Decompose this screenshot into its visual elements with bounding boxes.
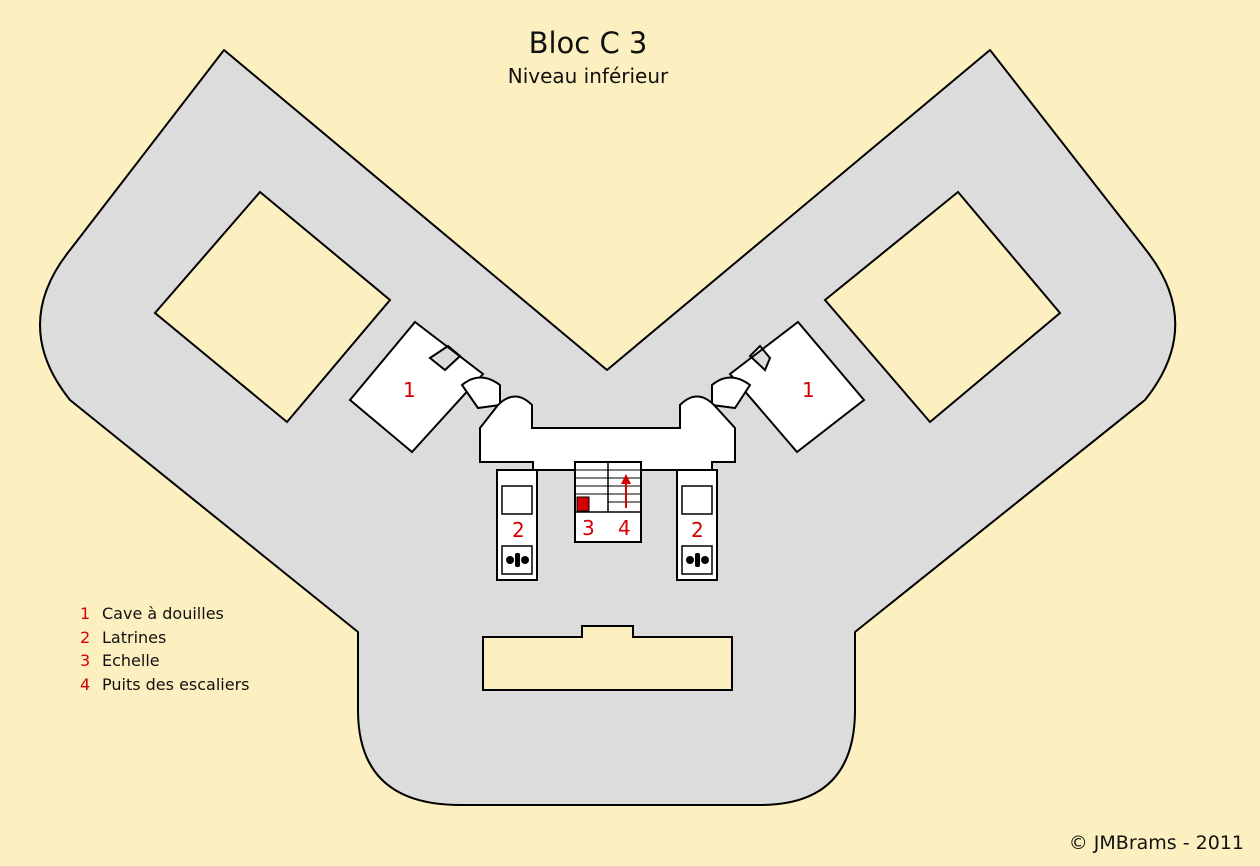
label-left-ammo: 1 [403, 378, 416, 402]
right-toilet-seat-2 [701, 556, 709, 564]
legend-item: 2 Latrines [80, 626, 250, 650]
right-light-well [823, 190, 1062, 424]
left-ammo-room [348, 320, 485, 454]
stair-treads [575, 469, 641, 503]
legend-item: 3 Echelle [80, 649, 250, 673]
legend-number: 4 [80, 674, 91, 694]
label-left-latrine: 2 [512, 518, 525, 542]
right-latrine-cubicle [681, 485, 713, 515]
right-toilet-seat [686, 556, 694, 564]
stair-arrow-head [621, 474, 631, 484]
copyright-notice: © JMBrams - 2011 [1068, 832, 1244, 854]
legend-label: Echelle [102, 651, 160, 670]
plan-title: Bloc C 3 [528, 26, 648, 60]
legend-number: 2 [80, 627, 91, 647]
left-ammo-door [460, 376, 501, 410]
legend-label: Latrines [102, 627, 167, 647]
left-toilet-bowl [515, 553, 520, 567]
legend-label: Puits des escaliers [102, 674, 250, 694]
label-right-ammo: 1 [802, 378, 815, 402]
plan-subtitle: Niveau inférieur [507, 64, 669, 88]
legend-item: 1 Cave à douilles [80, 602, 250, 626]
legend-label: Cave à douilles [102, 604, 224, 623]
legend-number: 3 [80, 651, 91, 670]
right-toilet-bowl [695, 553, 700, 567]
rear-chamber [482, 625, 733, 691]
central-corridor [479, 395, 736, 471]
left-latrine-cubicle [501, 485, 533, 515]
label-right-latrine: 2 [691, 518, 704, 542]
legend-item: 4 Puits des escaliers [80, 673, 250, 697]
legend-number: 1 [80, 604, 91, 623]
right-ammo-door [711, 376, 752, 410]
label-stairwell: 4 [618, 516, 631, 540]
ladder-marker [576, 496, 590, 512]
right-ammo-room [728, 320, 866, 454]
left-toilet-seat [506, 556, 514, 564]
legend: 1 Cave à douilles 2 Latrines 3 Echelle 4 Pui… [80, 602, 250, 696]
left-light-well [153, 190, 392, 424]
left-toilet-seat-2 [521, 556, 529, 564]
label-ladder: 3 [582, 516, 595, 540]
